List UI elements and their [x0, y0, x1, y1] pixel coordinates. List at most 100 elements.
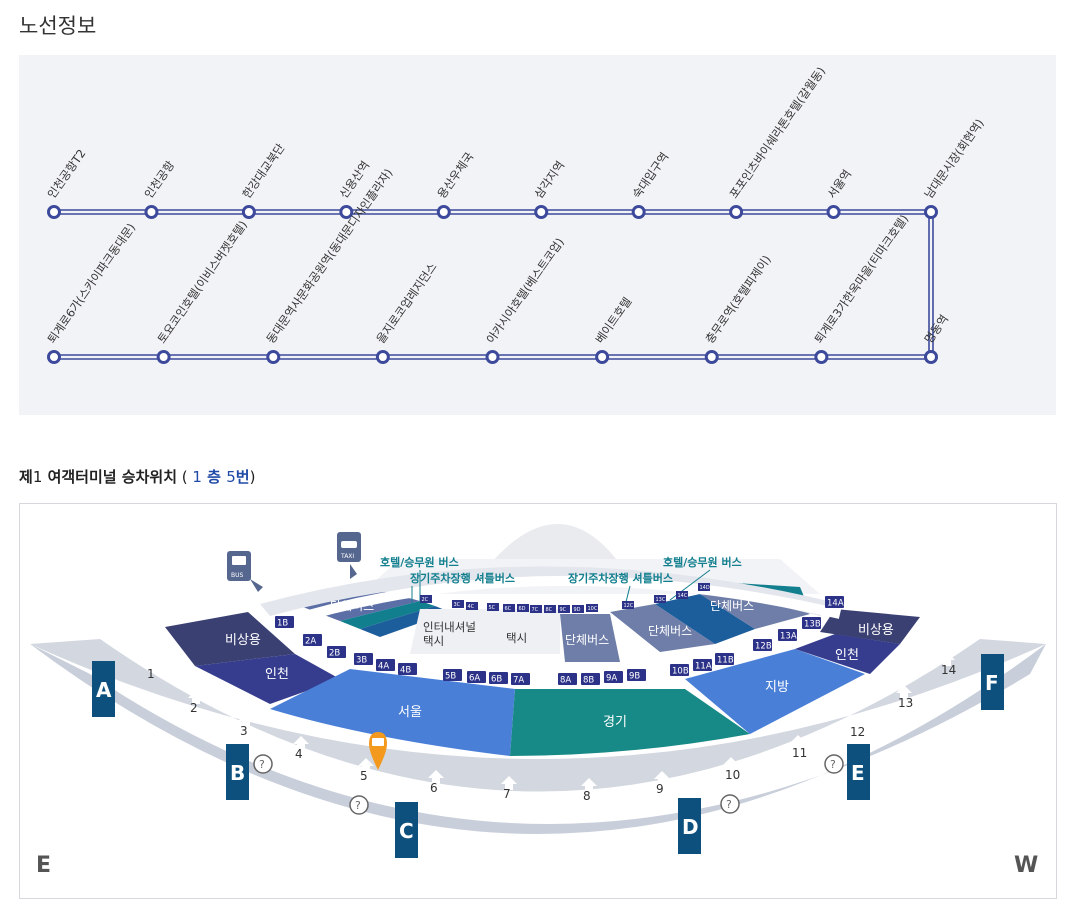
- svg-text:5B: 5B: [445, 672, 456, 682]
- group-bus-zone-2: [560, 614, 620, 662]
- svg-text:7A: 7A: [513, 676, 524, 686]
- stop-tag-6b: 6B: [489, 672, 508, 685]
- small-stop-tag-14d: 14D: [698, 583, 710, 591]
- stop-tag-13b: 13B: [802, 617, 821, 630]
- svg-text:1B: 1B: [277, 619, 288, 629]
- route-stop-bottom-4: [485, 350, 500, 364]
- stop-sign-band: [283, 575, 842, 627]
- small-stop-tag-13c: 13C: [654, 595, 666, 603]
- route-stop-bottom-8: [924, 350, 938, 364]
- zone-label-taxi: 택시: [506, 631, 527, 645]
- route-stop-top-5: [534, 205, 549, 219]
- svg-text:9D: 9D: [574, 607, 581, 613]
- svg-text:10B: 10B: [672, 667, 689, 677]
- taxi-zone: [410, 609, 560, 654]
- label-parking-shuttle-left: 장기주차장행 셔틀버스: [410, 571, 515, 585]
- svg-text:5: 5: [360, 769, 368, 783]
- small-stop-tag-4c: 4C: [466, 602, 478, 610]
- group-bus-zone-3: [610, 604, 715, 652]
- route-stop-top-6: [631, 205, 646, 219]
- stop-tag-10b: 10B: [670, 664, 689, 677]
- door-number-13: 13: [896, 685, 913, 710]
- svg-text:D: D: [682, 815, 699, 839]
- route-stop-top-2: [241, 205, 256, 219]
- pointer-line-parking-right: [625, 585, 631, 603]
- zone-label-jibang: 지방: [765, 680, 789, 695]
- svg-text:11A: 11A: [695, 662, 712, 672]
- stop-tag-12b: 12B: [753, 639, 772, 652]
- svg-text:13B: 13B: [804, 620, 821, 630]
- zone-label-incheon-right: 인천: [835, 648, 859, 663]
- zone-label-seoul: 서울: [398, 705, 422, 720]
- small-stop-tag-3c: 3C: [452, 600, 464, 608]
- svg-text:F: F: [985, 671, 999, 695]
- zone-label-intl-taxi-line2: 택시: [423, 634, 444, 648]
- gate-number: 5: [226, 468, 236, 486]
- zone-label-emergency-right: 비상용: [858, 623, 894, 638]
- small-stop-tag-2c: 2C: [420, 595, 432, 603]
- taxi-icon: TAXI: [337, 532, 361, 579]
- compass-right: W: [1014, 853, 1038, 878]
- outer-walkway: [30, 644, 1046, 834]
- floor-number: 1: [192, 468, 202, 486]
- svg-text:12C: 12C: [624, 603, 634, 609]
- svg-text:2A: 2A: [305, 637, 316, 647]
- stop-tag-5b: 5B: [443, 669, 462, 682]
- svg-text:?: ?: [830, 758, 836, 771]
- door-number-14: 14: [939, 652, 956, 677]
- svg-text:2C: 2C: [422, 597, 429, 603]
- door-number-7: 7: [501, 776, 517, 801]
- svg-text:9B: 9B: [629, 672, 640, 682]
- route-stop-bottom-5: [595, 350, 610, 364]
- small-stop-tag-10c: 10C: [586, 604, 598, 612]
- emergency-zone-right: [820, 609, 920, 644]
- small-stop-tag-8c: 8C: [544, 605, 556, 613]
- svg-text:6D: 6D: [519, 606, 526, 612]
- stop-tag-4a: 4A: [376, 659, 395, 672]
- stop-tag-2a: 2A: [303, 634, 322, 647]
- small-stop-tag-7c: 7C: [530, 605, 542, 613]
- svg-text:14A: 14A: [827, 599, 844, 609]
- stop-tag-9b: 9B: [627, 669, 646, 682]
- gate-a: A: [92, 661, 115, 717]
- route-stop-top-1: [144, 205, 159, 219]
- svg-text:14D: 14D: [700, 585, 710, 591]
- stop-tag-3b: 3B: [354, 653, 373, 666]
- small-stop-tag-14c: 14C: [676, 591, 688, 599]
- bus-icon: BUS: [227, 551, 263, 592]
- stop-tag-11b: 11B: [715, 653, 734, 666]
- svg-text:2B: 2B: [329, 649, 340, 659]
- svg-text:3C: 3C: [454, 602, 461, 608]
- terminal-title-prefix: 제: [19, 468, 33, 486]
- svg-text:2: 2: [190, 701, 198, 715]
- door-number-12: 12: [848, 714, 865, 739]
- svg-text:1: 1: [147, 667, 155, 681]
- stop-tag-1b: 1B: [275, 616, 294, 629]
- route-stop-bottom-1: [156, 350, 171, 364]
- stop-tag-8b: 8B: [581, 673, 600, 686]
- svg-text:6: 6: [430, 781, 438, 795]
- route-info-title: 노선정보: [19, 14, 97, 38]
- gate-d: D: [678, 798, 701, 854]
- svg-text:6C: 6C: [505, 606, 512, 612]
- svg-text:13A: 13A: [780, 632, 797, 642]
- gate-b: B: [226, 744, 249, 800]
- gate-word: 번: [235, 468, 250, 486]
- zone-label-gyeonggi: 경기: [603, 715, 627, 730]
- inner-road-left: [260, 566, 840, 616]
- zone-label-group-bus-1: 단체버스: [330, 599, 374, 613]
- small-stop-tag-6d: 6D: [517, 604, 529, 612]
- label-hotel-bus-right: 호텔/승무원 버스: [663, 555, 742, 569]
- svg-text:?: ?: [726, 798, 732, 811]
- svg-text:A: A: [96, 678, 112, 702]
- gate-f: F: [981, 654, 1004, 710]
- route-stop-bottom-6: [704, 350, 719, 364]
- terminal-map: 비상용 인천 서울 경기 지방 인천 비상용 단체버스 단체버스 단체버스 단체…: [19, 503, 1057, 899]
- small-stop-tag-9c: 9C: [558, 605, 570, 613]
- svg-text:10: 10: [725, 768, 740, 782]
- gate-c: C: [395, 802, 418, 858]
- paren-close: ): [249, 468, 256, 486]
